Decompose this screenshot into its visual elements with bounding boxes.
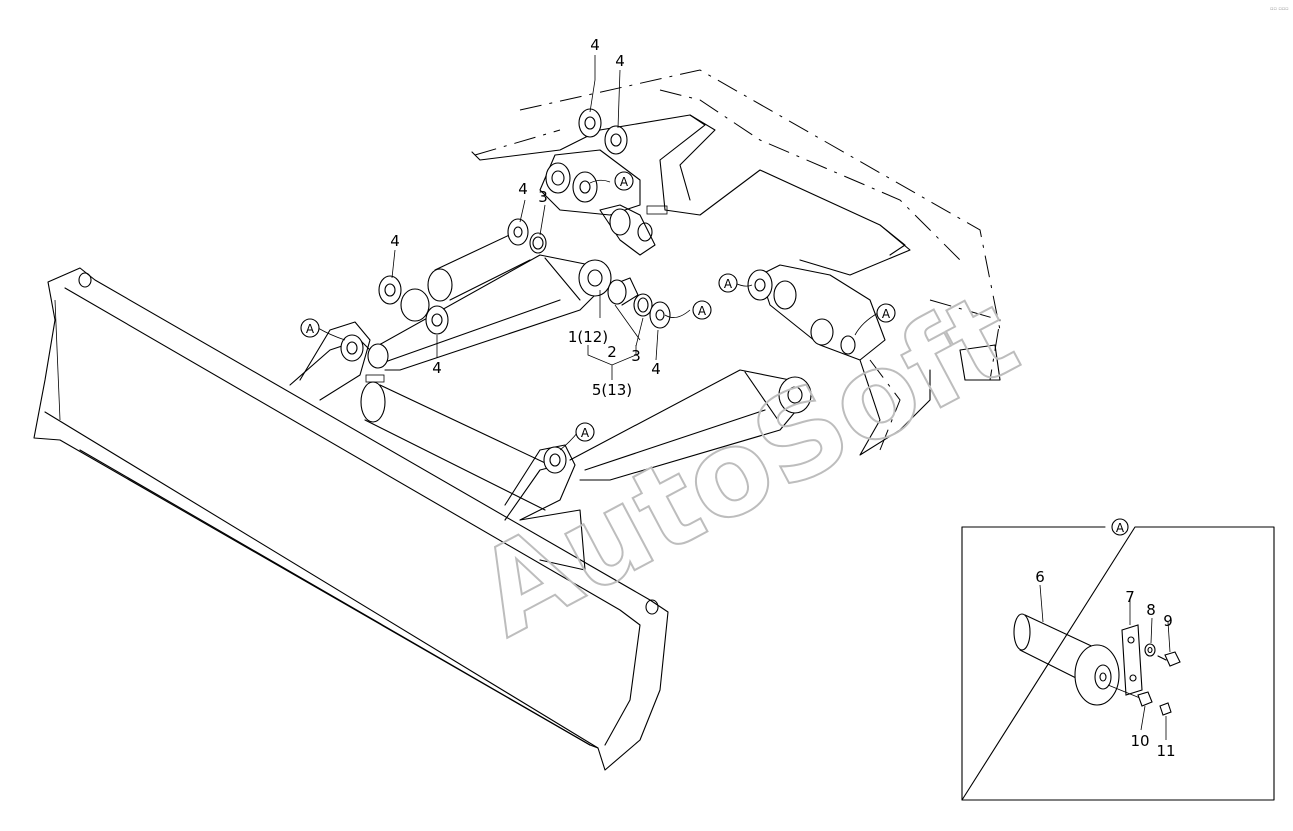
label-7: 7 xyxy=(1125,588,1135,606)
detail-pin xyxy=(1013,613,1120,706)
rear-cylinder xyxy=(400,229,531,322)
label-4-right: 4 xyxy=(651,360,661,378)
label-8: 8 xyxy=(1146,601,1156,619)
label-4-top-left: 4 xyxy=(590,36,600,54)
label-3-mid: 3 xyxy=(538,188,548,206)
center-cylinder xyxy=(360,381,586,571)
label-6: 6 xyxy=(1035,568,1045,586)
callout-a-right-pivot: A xyxy=(718,273,738,293)
upper-pivot-right xyxy=(747,264,886,361)
leader-lines xyxy=(317,55,879,451)
callout-a-center: A xyxy=(575,422,595,442)
svg-text:A: A xyxy=(698,304,707,318)
callout-a-upper: A xyxy=(614,171,634,191)
svg-text:A: A xyxy=(620,175,629,189)
svg-text:A: A xyxy=(882,307,891,321)
svg-text:A: A xyxy=(306,322,315,336)
detail-view-title: A xyxy=(1116,521,1125,535)
detail-plate xyxy=(1121,624,1143,696)
label-1-12: 1(12) xyxy=(568,328,608,346)
label-2: 2 xyxy=(607,343,617,361)
callouts: A A A A A A xyxy=(300,171,896,442)
svg-text:A: A xyxy=(724,277,733,291)
label-4-left-lower: 4 xyxy=(432,359,442,377)
label-9: 9 xyxy=(1163,612,1173,630)
callout-a-right-edge: A xyxy=(876,303,896,323)
detail-bolt xyxy=(1157,651,1181,667)
label-4-left: 4 xyxy=(390,232,400,250)
detail-cap xyxy=(1159,702,1172,716)
svg-text:A: A xyxy=(581,426,590,440)
label-4-top-right: 4 xyxy=(615,52,625,70)
callout-a-right-pin: A xyxy=(692,300,712,320)
watermark-text: AutoSoft xyxy=(455,266,1038,663)
upper-pivot-left xyxy=(539,149,668,256)
label-10: 10 xyxy=(1130,732,1149,750)
right-blade-bracket xyxy=(504,444,576,521)
right-push-arm xyxy=(569,369,812,481)
label-11: 11 xyxy=(1156,742,1175,760)
detail-view-a: A xyxy=(961,518,1275,801)
detail-washer xyxy=(1144,643,1156,657)
label-5-13: 5(13) xyxy=(592,381,632,399)
exploded-washers xyxy=(378,108,671,335)
callout-a-left-bracket: A xyxy=(300,318,320,338)
frame-outline xyxy=(474,69,1001,451)
left-blade-bracket xyxy=(299,321,389,401)
corner-mark: ▫▫ ▫▫▫ xyxy=(1270,6,1289,12)
left-push-arm xyxy=(369,254,612,371)
detail-fitting xyxy=(1107,684,1153,707)
label-4-mid: 4 xyxy=(518,180,528,198)
label-3: 3 xyxy=(631,347,641,365)
small-marker xyxy=(365,374,385,383)
part-labels: 4 4 4 3 4 4 1(12) 2 3 4 5(13) xyxy=(390,36,661,399)
upper-frame-plates xyxy=(471,114,1001,456)
